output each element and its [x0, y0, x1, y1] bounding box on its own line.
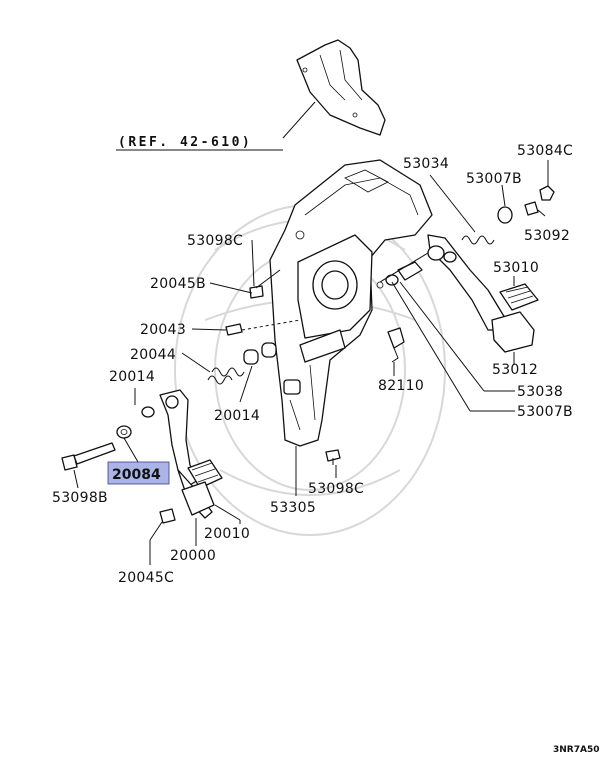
highlight-box: [107, 461, 170, 485]
reference-label: (REF. 42-610): [118, 135, 252, 150]
label-53034[interactable]: 53034: [403, 156, 449, 172]
label-53038[interactable]: 53038: [517, 384, 563, 400]
label-53007B-bottom[interactable]: 53007B: [517, 404, 573, 420]
label-53098C-top[interactable]: 53098C: [187, 233, 243, 249]
diagram-code: 3NR7A50: [553, 745, 599, 755]
label-20000[interactable]: 20000: [170, 548, 216, 564]
label-20010[interactable]: 20010: [204, 526, 250, 542]
hardware: [61, 185, 555, 524]
label-20084-highlighted[interactable]: 20084: [112, 467, 161, 483]
label-20014-left[interactable]: 20014: [109, 369, 155, 385]
label-53092[interactable]: 53092: [524, 228, 570, 244]
leader-lines: [73, 160, 549, 565]
label-53012[interactable]: 53012: [492, 362, 538, 378]
label-20045C[interactable]: 20045C: [118, 570, 174, 586]
part-labels: 53034 53084C 53007B 53092 53098C 53010 2…: [52, 143, 573, 586]
pedal-bracket-53305: [269, 159, 433, 447]
brake-pedal-53010: [427, 234, 539, 353]
label-20044[interactable]: 20044: [130, 347, 176, 363]
label-20014-mid[interactable]: 20014: [214, 408, 260, 424]
label-53007B-top[interactable]: 53007B: [466, 171, 522, 187]
label-53305[interactable]: 53305: [270, 500, 316, 516]
clutch-pedal-20010: [159, 389, 223, 519]
label-53010[interactable]: 53010: [493, 260, 539, 276]
label-82110[interactable]: 82110: [378, 378, 424, 394]
reference-bracket: (REF. 42-610): [116, 39, 386, 151]
label-20043[interactable]: 20043: [140, 322, 186, 338]
label-53098B[interactable]: 53098B: [52, 490, 108, 506]
label-53098C-bottom[interactable]: 53098C: [308, 481, 364, 497]
label-20045B[interactable]: 20045B: [150, 276, 206, 292]
label-53084C[interactable]: 53084C: [517, 143, 573, 159]
